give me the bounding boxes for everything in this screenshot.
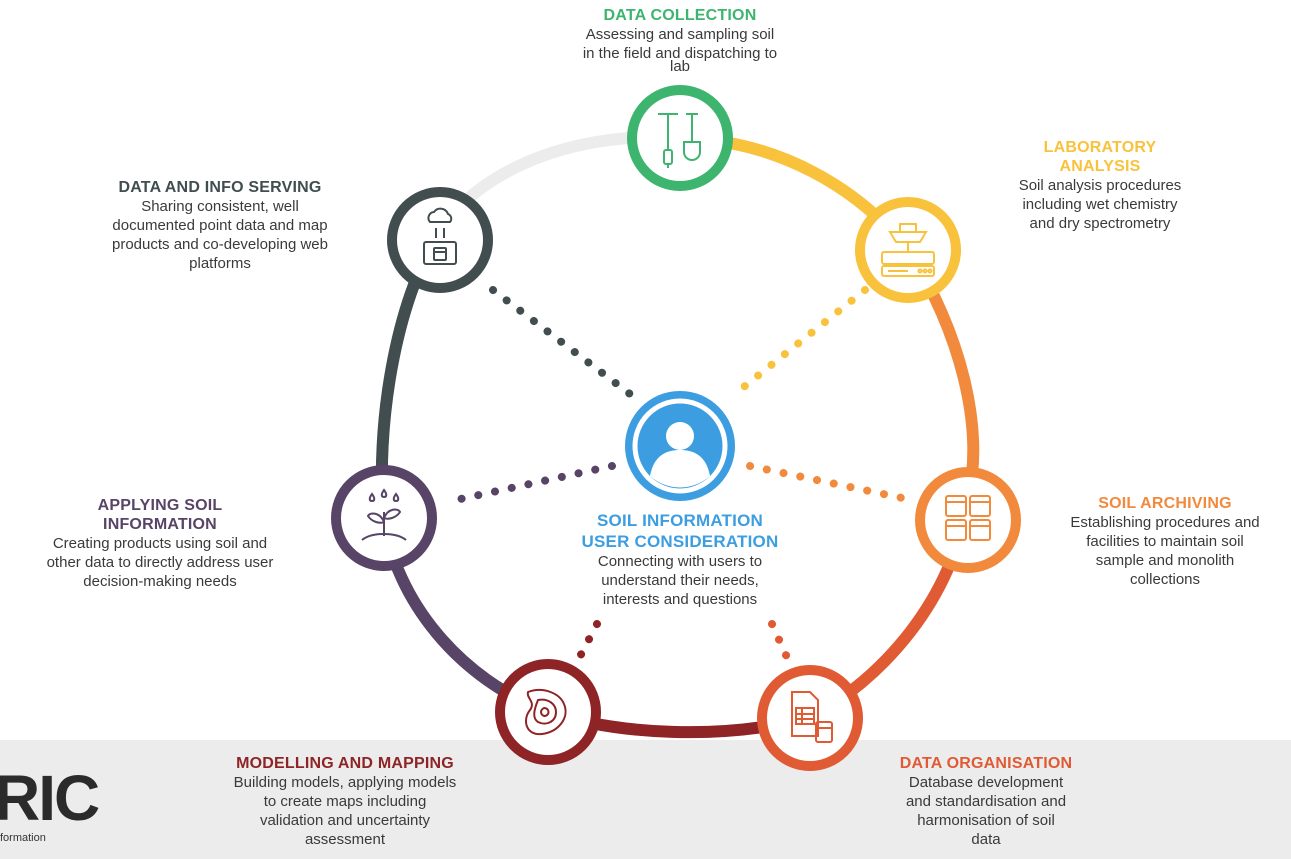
data-serving-title: DATA AND INFO SERVING xyxy=(118,179,322,196)
center-node xyxy=(625,391,735,501)
dots-applying xyxy=(452,462,616,504)
applying-soil-desc-1: Creating products using soil and xyxy=(52,535,268,552)
node-soil-archiving xyxy=(915,467,1021,573)
data-collection-title: DATA COLLECTION xyxy=(603,7,757,24)
data-serving-desc-3: products and co-developing web xyxy=(112,236,328,253)
laboratory-title-2: ANALYSIS xyxy=(1059,158,1141,175)
applying-soil-desc-3: decision-making needs xyxy=(83,573,237,590)
data-organisation-title: DATA ORGANISATION xyxy=(899,755,1073,772)
applying-soil-title-2: INFORMATION xyxy=(103,516,217,533)
node-laboratory-analysis xyxy=(855,197,961,303)
laboratory-desc-1: Soil analysis procedures xyxy=(1018,177,1182,194)
data-organisation-desc-3: harmonisation of soil xyxy=(917,812,1055,829)
modelling-mapping-title: MODELLING AND MAPPING xyxy=(236,755,454,772)
modelling-mapping-desc-1: Building models, applying models xyxy=(233,774,457,791)
applying-soil-title-1: APPLYING SOIL xyxy=(97,497,223,514)
center-title-2: USER CONSIDERATION xyxy=(581,532,779,551)
modelling-mapping-desc-4: assessment xyxy=(304,831,386,848)
laboratory-title-1: LABORATORY xyxy=(1043,139,1157,156)
modelling-mapping-desc-3: validation and uncertainty xyxy=(259,812,431,829)
soil-archiving-desc-2: facilities to maintain soil xyxy=(1086,533,1244,550)
data-serving-desc-4: platforms xyxy=(189,255,251,272)
plant-rain-icon xyxy=(361,488,407,541)
node-data-serving xyxy=(387,187,493,293)
laboratory-analysis-text: LABORATORY ANALYSIS Soil analysis proced… xyxy=(990,138,1210,233)
isric-logo: RIC formation xyxy=(0,766,100,850)
center-title-1: SOIL INFORMATION xyxy=(597,511,763,530)
laboratory-desc-3: and dry spectrometry xyxy=(1029,215,1171,232)
applying-soil-text: APPLYING SOIL INFORMATION Creating produ… xyxy=(0,496,320,591)
dots-modelling xyxy=(572,620,601,668)
data-organisation-desc-4: data xyxy=(971,831,1001,848)
documents-icon xyxy=(791,691,833,743)
user-icon xyxy=(650,422,710,488)
contour-map-icon xyxy=(525,688,567,736)
data-collection-desc-2: in the field and dispatching to xyxy=(582,45,778,62)
center-desc-2: understand their needs, xyxy=(601,572,759,589)
center-desc-1: Connecting with users to xyxy=(597,553,763,570)
lab-instrument-icon xyxy=(881,223,935,277)
dots-data-serving xyxy=(489,286,634,398)
data-collection-text: DATA COLLECTION Assessing and sampling s… xyxy=(530,6,830,76)
node-data-collection xyxy=(627,85,733,191)
soil-archiving-desc-1: Establishing procedures and xyxy=(1070,514,1260,531)
laboratory-desc-2: including wet chemistry xyxy=(1022,196,1178,213)
modelling-mapping-text: MODELLING AND MAPPING Building models, a… xyxy=(190,754,500,849)
center-text: SOIL INFORMATION USER CONSIDERATION Conn… xyxy=(560,510,800,609)
data-organisation-text: DATA ORGANISATION Database development a… xyxy=(870,754,1102,849)
soil-archiving-title: SOIL ARCHIVING xyxy=(1098,495,1232,512)
data-collection-desc-3: lab xyxy=(669,58,691,75)
node-applying-soil xyxy=(331,465,437,571)
logo-mark: RIC xyxy=(0,762,100,834)
node-modelling-mapping xyxy=(495,659,601,765)
dots-archiving xyxy=(746,462,916,504)
soil-archiving-desc-3: sample and monolith xyxy=(1095,552,1235,569)
cloud-laptop-icon xyxy=(423,207,457,265)
dots-laboratory xyxy=(731,286,869,398)
soil-archiving-text: SOIL ARCHIVING Establishing procedures a… xyxy=(1040,494,1290,589)
node-data-organisation xyxy=(757,665,863,771)
data-organisation-desc-2: and standardisation and xyxy=(905,793,1067,810)
logo-subtitle: formation xyxy=(0,832,46,844)
center-desc-3: interests and questions xyxy=(602,591,758,608)
data-serving-desc-1: Sharing consistent, well xyxy=(141,198,299,215)
modelling-mapping-desc-2: to create maps including xyxy=(263,793,427,810)
data-serving-text: DATA AND INFO SERVING Sharing consistent… xyxy=(60,178,380,273)
data-collection-desc-1: Assessing and sampling soil xyxy=(585,26,775,43)
applying-soil-desc-2: other data to directly address user xyxy=(46,554,274,571)
soil-archiving-desc-4: collections xyxy=(1129,571,1201,588)
data-serving-desc-2: documented point data and map xyxy=(112,217,328,234)
dots-organisation xyxy=(768,620,794,668)
data-organisation-desc-1: Database development xyxy=(908,774,1064,791)
sample-jars-icon xyxy=(945,495,991,541)
footer-band xyxy=(0,740,1291,859)
soil-auger-shovel-icon xyxy=(658,113,701,168)
